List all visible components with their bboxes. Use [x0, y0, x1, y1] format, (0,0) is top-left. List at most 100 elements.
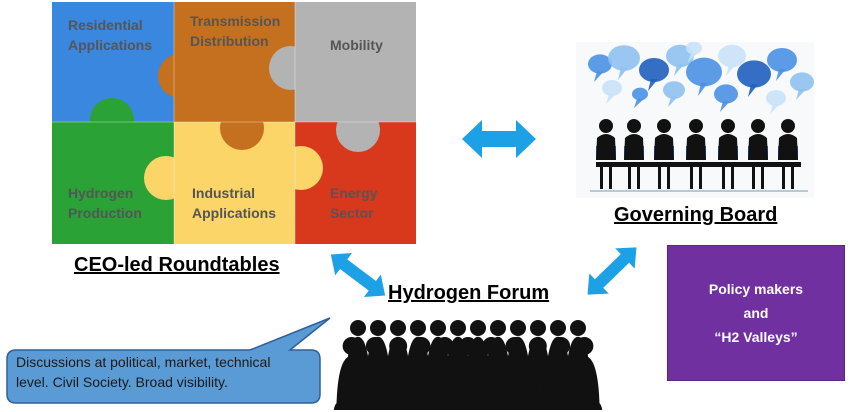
puzzle-label: Mobility — [330, 37, 383, 53]
person-icon — [430, 320, 446, 336]
person-icon — [485, 375, 508, 397]
person-icon — [552, 337, 571, 355]
speech-bubble-icon — [632, 87, 648, 101]
governing-board-image — [576, 42, 814, 198]
puzzle-knob — [158, 54, 202, 98]
crowd-image — [333, 320, 603, 410]
table-icon — [596, 162, 801, 167]
person-icon — [564, 356, 585, 376]
person-icon — [470, 320, 486, 336]
person-icon — [351, 356, 372, 376]
speech-bubble-icon — [686, 57, 722, 87]
person-icon — [446, 356, 467, 376]
speech-bubble-icon — [602, 80, 622, 96]
puzzle-label: Sector — [330, 205, 374, 221]
policy-makers-box: Policy makers and “H2 Valleys” — [667, 245, 845, 381]
speech-bubble-icon — [686, 42, 702, 55]
puzzle-knob — [336, 108, 380, 152]
person-icon — [370, 320, 386, 336]
person-icon — [517, 356, 537, 376]
speech-bubble-icon — [790, 72, 814, 92]
governing-board-heading: Governing Board — [614, 204, 778, 226]
person-icon — [540, 356, 561, 376]
person-icon — [410, 320, 426, 336]
person-icon — [370, 375, 393, 397]
puzzle-label: Hydrogen — [68, 185, 133, 201]
person-icon — [450, 320, 466, 336]
puzzle-piece — [295, 2, 416, 122]
puzzle-label: Residential — [68, 17, 143, 33]
callout-line: level. Civil Society. Broad visibility. — [16, 374, 228, 390]
person-icon — [528, 337, 547, 355]
person-icon — [457, 375, 479, 397]
speech-bubble-icon — [588, 54, 612, 74]
roundtables-heading: CEO-led Roundtables — [74, 254, 280, 276]
person-icon — [390, 320, 406, 336]
person-icon — [572, 375, 595, 397]
speech-bubble-icon — [714, 84, 738, 104]
policy-line: Policy makers — [708, 281, 804, 297]
person-icon — [422, 356, 443, 376]
person-icon — [599, 119, 613, 133]
person-icon — [469, 356, 490, 376]
person-icon — [530, 320, 546, 336]
person-icon — [543, 375, 566, 397]
puzzle-label: Applications — [192, 205, 276, 221]
puzzle-knob — [220, 106, 264, 150]
person-icon — [751, 119, 765, 133]
person-icon — [399, 375, 422, 397]
puzzle-label: Industrial — [192, 185, 255, 201]
person-icon — [412, 337, 431, 355]
puzzle-knob — [279, 146, 323, 190]
person-icon — [689, 119, 703, 133]
callout-text: Discussions at political, market, techni… — [16, 352, 270, 392]
puzzle-label: Transmission — [190, 13, 280, 29]
person-icon — [490, 320, 506, 336]
person-icon — [550, 320, 566, 336]
puzzle-label: Energy — [330, 185, 378, 201]
speech-bubble-icon — [766, 90, 786, 106]
person-icon — [365, 337, 384, 355]
person-icon — [514, 375, 537, 397]
speech-bubble-icon — [767, 48, 797, 72]
puzzle-knob — [90, 98, 134, 142]
speech-bubble-icon — [608, 45, 640, 71]
puzzle-knob — [144, 156, 188, 200]
puzzle-label: Production — [68, 205, 142, 221]
person-icon — [435, 337, 454, 355]
speech-bubble-icon — [663, 81, 685, 99]
arrow-roundtables-forum-icon — [330, 252, 386, 298]
puzzle-label: Applications — [68, 37, 152, 53]
speech-bubble-icon — [737, 60, 771, 88]
speech-bubble-icon — [718, 44, 746, 68]
callout-line: Discussions at political, market, techni… — [16, 354, 271, 370]
person-icon — [505, 337, 524, 355]
speech-bubble-icon — [639, 58, 669, 82]
person-icon — [510, 320, 526, 336]
policy-line: “H2 Valleys” — [714, 329, 798, 345]
puzzle-label: Distribution — [190, 33, 269, 49]
person-icon — [627, 119, 641, 133]
person-icon — [493, 356, 514, 376]
person-icon — [341, 375, 364, 397]
person-icon — [721, 119, 735, 133]
policy-line: and — [743, 305, 769, 321]
person-icon — [570, 320, 586, 336]
callout-bubble — [6, 317, 331, 404]
person-icon — [375, 356, 396, 376]
person-icon — [350, 320, 366, 336]
person-icon — [482, 337, 501, 355]
arrow-forum-board-icon — [587, 247, 637, 295]
hydrogen-forum-heading: Hydrogen Forum — [388, 282, 550, 304]
person-icon — [399, 356, 419, 376]
person-icon — [389, 337, 408, 355]
person-icon — [781, 119, 795, 133]
puzzle-knob — [269, 46, 313, 90]
person-icon — [459, 337, 477, 355]
bidirectional-arrow-icon — [462, 120, 536, 158]
person-icon — [657, 119, 671, 133]
person-icon — [575, 337, 594, 355]
person-icon — [342, 337, 361, 355]
person-icon — [428, 375, 451, 397]
